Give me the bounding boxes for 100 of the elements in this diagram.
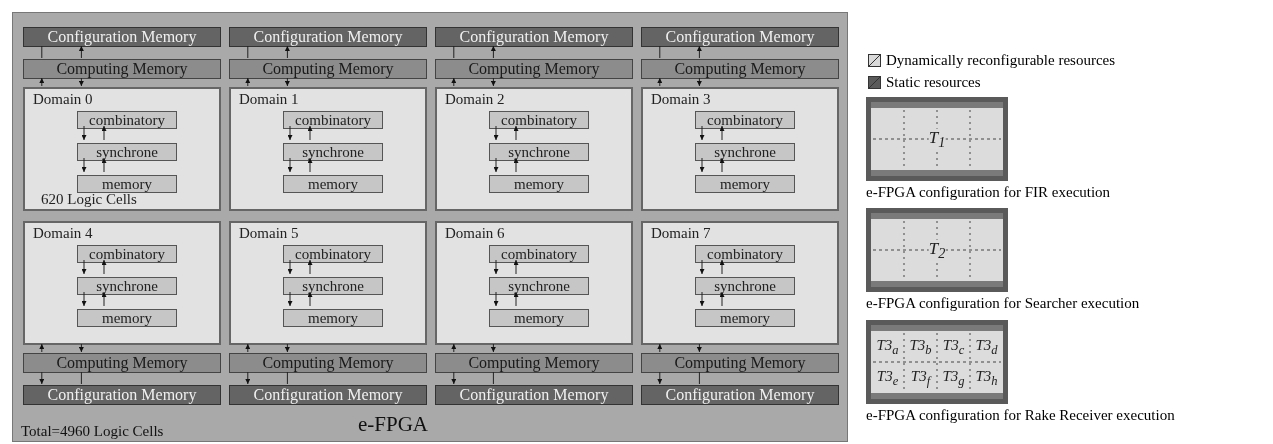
domain-label: Domain 1 — [239, 92, 299, 107]
block-label: combinatory — [294, 113, 372, 128]
arrow — [657, 371, 663, 385]
connector-line — [41, 45, 43, 59]
block-label: Computing Memory — [467, 355, 601, 371]
logic-block — [77, 143, 177, 161]
logic-cells-note: 620 Logic Cells — [41, 192, 137, 207]
block-label: memory — [719, 311, 771, 326]
arrow — [493, 259, 499, 275]
arrow — [513, 259, 519, 275]
block-label: Computing Memory — [261, 355, 395, 371]
arrow — [78, 343, 84, 353]
block-label: Computing Memory — [467, 61, 601, 77]
domain-label: Domain 0 — [33, 92, 93, 107]
legend-label: Dynamically reconfigurable resources — [886, 53, 1116, 68]
arrow — [245, 371, 251, 385]
domain-panel — [641, 87, 839, 211]
arrow — [287, 259, 293, 275]
arrow — [245, 77, 251, 87]
arrow — [307, 291, 313, 307]
block-label: Configuration Memory — [46, 29, 198, 45]
logic-block — [283, 277, 383, 295]
domain-panel — [435, 87, 633, 211]
computing-memory-block — [641, 353, 839, 373]
domain-label: Domain 6 — [445, 226, 505, 241]
block-label: Configuration Memory — [458, 29, 610, 45]
arrow — [719, 291, 725, 307]
computing-memory-block — [435, 353, 633, 373]
arrow — [699, 259, 705, 275]
chip-title: e-FPGA — [358, 414, 428, 435]
logic-block — [283, 143, 383, 161]
block-label: memory — [513, 177, 565, 192]
configuration-memory-block — [229, 27, 427, 47]
configuration-memory-block — [23, 27, 221, 47]
configuration-memory-block — [641, 385, 839, 405]
block-label: Configuration Memory — [252, 387, 404, 403]
logic-block — [695, 309, 795, 327]
task-label: T$_{1}$ — [928, 128, 946, 150]
computing-memory-block — [23, 353, 221, 373]
logic-block — [695, 111, 795, 129]
block-label: Configuration Memory — [46, 387, 198, 403]
logic-block — [77, 309, 177, 327]
arrow — [307, 125, 313, 141]
block-label: synchrone — [95, 279, 159, 294]
configuration-memory-block — [435, 385, 633, 405]
arrow — [657, 343, 663, 353]
block-label: combinatory — [88, 247, 166, 262]
block-label: synchrone — [95, 145, 159, 160]
block-label: combinatory — [500, 113, 578, 128]
arrow — [81, 291, 87, 307]
logic-block — [489, 277, 589, 295]
block-label: memory — [513, 311, 565, 326]
arrow — [284, 343, 290, 353]
task-label: T3$_{g}$ — [942, 369, 965, 388]
arrow — [513, 125, 519, 141]
logic-block — [489, 175, 589, 193]
arrow — [81, 157, 87, 173]
arrow — [101, 125, 107, 141]
logic-block — [695, 245, 795, 263]
configuration-memory-block — [435, 27, 633, 47]
computing-memory-block — [229, 353, 427, 373]
block-label: combinatory — [500, 247, 578, 262]
logic-block — [283, 175, 383, 193]
arrow — [513, 291, 519, 307]
computing-memory-block — [23, 59, 221, 79]
block-label: Configuration Memory — [664, 29, 816, 45]
arrow — [451, 77, 457, 87]
block-label: combinatory — [88, 113, 166, 128]
arrow — [39, 343, 45, 353]
block-label: synchrone — [301, 145, 365, 160]
logic-block — [695, 175, 795, 193]
arrow — [78, 45, 84, 59]
block-label: Computing Memory — [55, 61, 189, 77]
logic-block — [489, 309, 589, 327]
block-label: combinatory — [294, 247, 372, 262]
domain-panel — [229, 87, 427, 211]
arrow — [245, 343, 251, 353]
connector-line — [80, 371, 82, 385]
task-label: T3$_{e}$ — [876, 369, 899, 388]
arrow — [699, 125, 705, 141]
arrow — [490, 45, 496, 59]
block-label: synchrone — [713, 145, 777, 160]
task-label: T3$_{h}$ — [975, 369, 998, 388]
arrow — [287, 157, 293, 173]
arrow — [490, 343, 496, 353]
task-label: T3$_{d}$ — [975, 337, 998, 357]
arrow — [78, 77, 84, 87]
arrow — [81, 259, 87, 275]
domain-label: Domain 5 — [239, 226, 299, 241]
task-label: T3$_{c}$ — [942, 337, 965, 357]
block-label: Computing Memory — [55, 355, 189, 371]
computing-memory-block — [435, 59, 633, 79]
configuration-memory-block — [229, 385, 427, 405]
arrow — [451, 343, 457, 353]
arrow — [657, 77, 663, 87]
legend-label: Static resources — [886, 75, 981, 90]
connector-line — [492, 371, 494, 385]
arrow — [696, 77, 702, 87]
block-label: memory — [307, 177, 359, 192]
total-cells-note: Total=4960 Logic Cells — [21, 424, 164, 439]
